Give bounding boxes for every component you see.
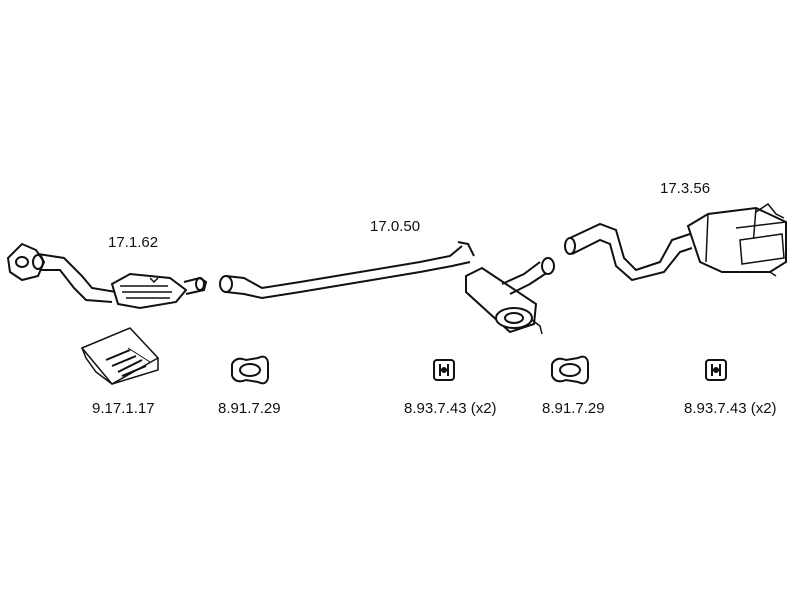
accessory-number-label: 8.91.7.29 — [542, 400, 605, 417]
rubber-mount-shape — [705, 359, 727, 381]
rear-silencer-shape — [564, 202, 787, 282]
clamp-shape — [551, 355, 589, 385]
accessory-number-label: 8.91.7.29 — [218, 400, 281, 417]
mounting-kit-shape — [80, 327, 160, 385]
rubber-mount-shape — [433, 359, 455, 381]
part-number-label: 17.3.56 — [660, 180, 711, 197]
part-number-label: 17.1.62 — [108, 234, 159, 251]
middle-pipe-silencer-shape — [219, 241, 555, 335]
clamp-shape — [231, 355, 269, 385]
accessory-number-label: 9.17.1.17 — [92, 400, 155, 417]
accessory-number-label: 8.93.7.43 (x2) — [404, 400, 497, 417]
front-pipe-catalyst-shape — [6, 242, 208, 310]
part-number-label: 17.0.50 — [370, 218, 421, 235]
accessory-number-label: 8.93.7.43 (x2) — [684, 400, 777, 417]
